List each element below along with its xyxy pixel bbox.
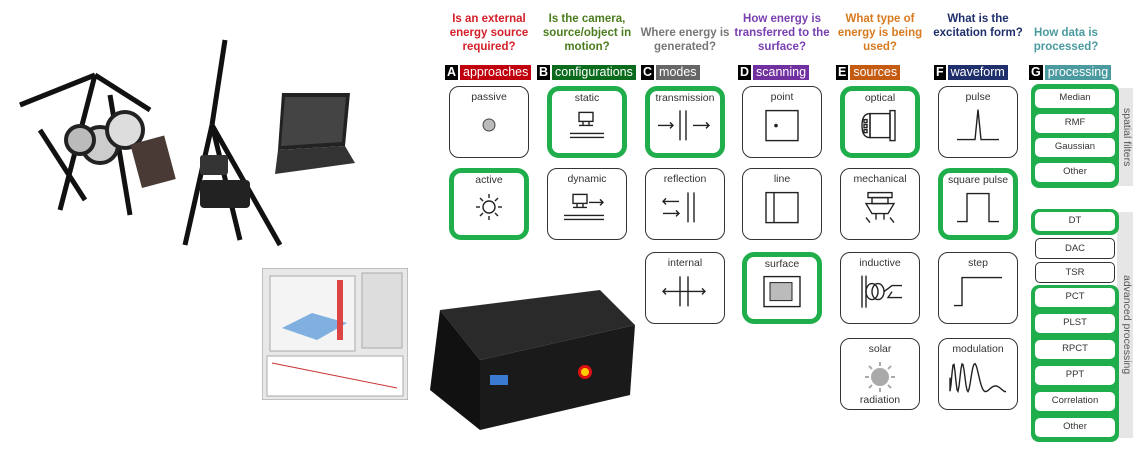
category-label: waveform [947,65,1008,80]
card-label: modulation [952,343,1004,355]
card-label: dynamic [567,173,607,185]
card-label: mechanical [853,173,907,185]
card-label: reflection [663,173,707,185]
process-option-dac[interactable]: DAC [1035,238,1115,259]
card-static[interactable]: static [547,86,627,158]
card-optical[interactable]: optical [840,86,920,158]
process-option-gaussian[interactable]: Gaussian [1035,138,1115,157]
card-square-pulse[interactable]: square pulse [938,168,1018,240]
card-label: square pulse [947,174,1009,186]
category-letter: G [1029,65,1043,80]
card-label: solar [868,343,892,355]
category-letter: A [445,65,459,80]
advanced-processing-label: advanced processing [1117,212,1133,438]
category-letter: F [934,65,946,80]
tripod-lamps-camera-photo [19,39,283,247]
category-label: approaches [460,65,532,80]
process-option-median[interactable]: Median [1035,89,1115,108]
process-option-other[interactable]: Other [1035,162,1115,182]
card-internal[interactable]: internal [645,252,725,324]
process-option-dt[interactable]: DT [1035,212,1115,231]
process-option-other[interactable]: Other [1035,418,1115,437]
card-label: optical [864,92,896,104]
category-label: sources [850,65,901,80]
category-label: scanning [753,65,810,80]
category-letter: D [738,65,752,80]
card-reflection[interactable]: reflection [645,168,725,240]
card-label: surface [764,258,800,270]
card-label: passive [471,91,507,103]
advanced-selected-group [1031,285,1119,442]
card-line[interactable]: line [742,168,822,240]
card-mechanical[interactable]: mechanical [840,168,920,240]
process-option-tsr[interactable]: TSR [1035,262,1115,283]
process-option-pct[interactable]: PCT [1035,288,1115,307]
spatial-filters-label: spatial filters [1117,88,1133,186]
card-pulse[interactable]: pulse [938,86,1018,158]
software-screenshot [262,268,408,400]
process-option-plst[interactable]: PLST [1035,314,1115,333]
category-letter: C [641,65,655,80]
question-waveform: What is the excitation form? [933,13,1023,39]
card-active[interactable]: active [449,168,529,240]
card-label: static [574,92,600,104]
thermography-device-photo [430,290,635,430]
process-option-ppt[interactable]: PPT [1035,366,1115,385]
question-sources: What type of energy is being used? [837,13,923,53]
question-approaches: Is an external energy source required? [449,13,529,53]
category-letter: E [836,65,849,80]
card-label: point [770,91,794,103]
card-surface[interactable]: surface [742,252,822,324]
card-solar[interactable]: solar radiation [840,338,920,410]
process-option-rpct[interactable]: RPCT [1035,340,1115,359]
card-label: internal [667,257,703,269]
card-label: step [968,257,988,269]
card-label: transmission [655,92,715,104]
card-passive[interactable]: passive [449,86,529,158]
category-label: processing [1044,65,1112,80]
card-label: pulse [965,91,991,103]
question-processing: How data is processed? [1033,27,1099,53]
card-label: active [475,174,503,186]
process-option-correlation[interactable]: Correlation [1035,392,1115,411]
card-inductive[interactable]: inductive [840,252,920,324]
process-option-rmf[interactable]: RMF [1035,113,1115,133]
question-scanning: How energy is transferred to the surface… [734,13,830,53]
card-modulation[interactable]: modulation [938,338,1018,410]
card-point[interactable]: point [742,86,822,158]
category-label: modes [656,65,700,80]
laptop-photo [275,93,355,174]
card-label-2: radiation [859,394,901,406]
category-label: configurations [552,65,636,80]
question-configurations: Is the camera, source/object in motion? [542,13,632,53]
question-modes: Where energy is generated? [640,27,730,53]
card-label: line [773,173,791,185]
card-step[interactable]: step [938,252,1018,324]
category-letter: B [537,65,551,80]
card-label: inductive [859,257,901,269]
card-dynamic[interactable]: dynamic [547,168,627,240]
card-transmission[interactable]: transmission [645,86,725,158]
